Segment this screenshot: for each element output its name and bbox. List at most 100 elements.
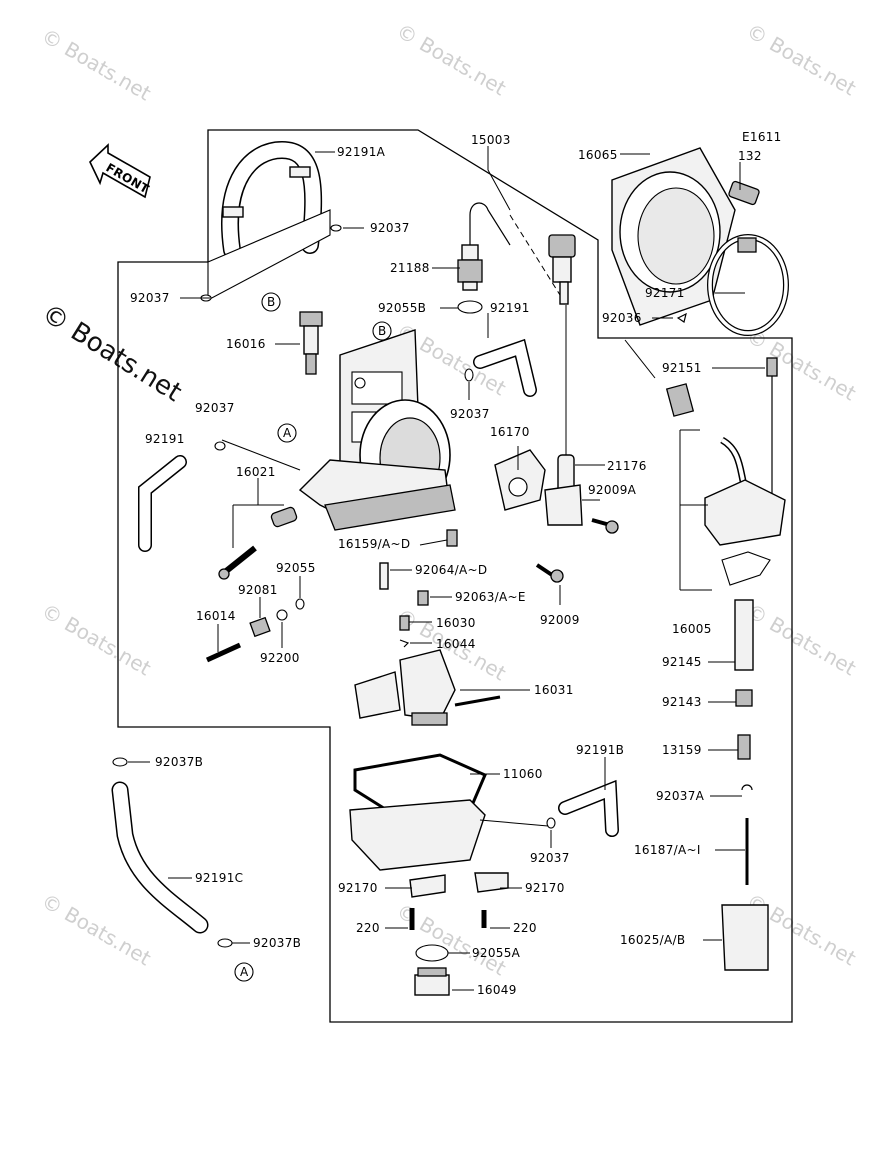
hose-92191-left xyxy=(138,455,187,552)
jet-16159 xyxy=(446,529,458,547)
sensor-21188 xyxy=(457,202,511,291)
label-16014: 16014 xyxy=(196,609,236,623)
label-21188: 21188 xyxy=(390,261,430,275)
clip-92037-mid xyxy=(464,368,474,382)
label-92037: 92037 xyxy=(530,851,570,865)
part-labels: 15003 16065 132 92191A 92037 21188 92037… xyxy=(130,133,762,997)
callout-a-upper: A xyxy=(277,423,297,443)
label-16159: 16159/A~D xyxy=(338,537,410,551)
label-92009: 92009 xyxy=(540,613,580,627)
label-16021: 16021 xyxy=(236,465,276,479)
clip-92037-bowl xyxy=(546,817,556,829)
label-16005: 16005 xyxy=(672,622,712,636)
jet-16030 xyxy=(399,615,410,631)
jet-92064 xyxy=(379,562,389,590)
spring-92081 xyxy=(249,616,271,638)
label-16044: 16044 xyxy=(436,637,476,651)
label-92055b: 92055B xyxy=(378,301,426,315)
label-220: 220 xyxy=(513,921,537,935)
label-92037a: 92037A xyxy=(656,789,705,803)
label-11060: 11060 xyxy=(503,767,543,781)
label-92037b: 92037B xyxy=(155,755,203,769)
callout-b-lower: B xyxy=(372,321,392,341)
watermark-text: © Boats.net xyxy=(38,24,156,106)
label-92151: 92151 xyxy=(662,361,702,375)
label-92145: 92145 xyxy=(662,655,702,669)
label-92170: 92170 xyxy=(338,881,378,895)
label-92037b: 92037B xyxy=(253,936,301,950)
svg-text:B: B xyxy=(378,324,387,338)
o-ring-92055 xyxy=(295,598,305,610)
watermark-text: © Boats.net xyxy=(743,19,861,101)
clip-92037-lower xyxy=(214,441,226,451)
spring-92145 xyxy=(734,599,754,671)
label-92171: 92171 xyxy=(645,286,685,300)
jet-92063 xyxy=(417,590,429,606)
label-92036: 92036 xyxy=(602,311,642,325)
label-16187: 16187/A~I xyxy=(634,843,701,857)
label-92191a: 92191A xyxy=(337,145,386,159)
label-220: 220 xyxy=(356,921,380,935)
label-92009a: 92009A xyxy=(588,483,637,497)
label-92170: 92170 xyxy=(525,881,565,895)
float-bowl xyxy=(349,753,509,898)
label-13159: 13159 xyxy=(662,743,702,757)
screw-16014 xyxy=(205,642,242,663)
screw-16021 xyxy=(218,506,298,580)
screw-92151 xyxy=(766,357,778,498)
label-92037: 92037 xyxy=(195,401,235,415)
label-16065: 16065 xyxy=(578,148,618,162)
sensor-16170 xyxy=(494,449,583,526)
float-16031 xyxy=(354,649,501,726)
label-132: 132 xyxy=(738,149,762,163)
label-92037: 92037 xyxy=(370,221,410,235)
washer-92200 xyxy=(276,609,288,621)
intake-16065 xyxy=(611,147,760,326)
holder-92143 xyxy=(735,689,753,707)
plug-16049 xyxy=(414,967,450,996)
label-16049: 16049 xyxy=(477,983,517,997)
label-92055a: 92055A xyxy=(472,946,521,960)
label-16170: 16170 xyxy=(490,425,530,439)
label-92037: 92037 xyxy=(130,291,170,305)
clip-92037a xyxy=(741,784,753,791)
watermark-text: © Boats.net xyxy=(743,599,861,681)
label-92191: 92191 xyxy=(145,432,185,446)
label-16031: 16031 xyxy=(534,683,574,697)
hose-92191a xyxy=(207,140,331,301)
label-92081: 92081 xyxy=(238,583,278,597)
clip-92037b-bottom xyxy=(217,938,233,948)
o-ring-92055b xyxy=(457,300,483,314)
watermark-text: © Boats.net xyxy=(38,889,156,971)
label-92191: 92191 xyxy=(490,301,530,315)
clip-92037b-top xyxy=(112,757,128,767)
label-21176: 21176 xyxy=(607,459,647,473)
label-92064: 92064/A~D xyxy=(415,563,487,577)
leader-lines xyxy=(128,146,765,991)
diagram-code: E1611 xyxy=(742,130,782,144)
label-92143: 92143 xyxy=(662,695,702,709)
clamp-92171 xyxy=(707,234,789,336)
callout-a-lower: A xyxy=(234,962,254,982)
plunger-16016 xyxy=(299,311,323,375)
watermark-overlay-text: © Boats.net xyxy=(36,298,186,407)
label-16030: 16030 xyxy=(436,616,476,630)
part-13159 xyxy=(737,734,751,760)
label-16025: 16025/A/B xyxy=(620,933,685,947)
o-ring-92055a xyxy=(415,944,449,962)
watermark-text: © Boats.net xyxy=(393,19,511,101)
watermark-text: © Boats.net xyxy=(743,324,861,406)
clip-92036 xyxy=(676,312,687,323)
label-92055: 92055 xyxy=(276,561,316,575)
watermark-text: © Boats.net xyxy=(38,599,156,681)
connector-21176 xyxy=(548,234,576,506)
hose-92191c xyxy=(111,781,209,934)
label-92063: 92063/A~E xyxy=(455,590,526,604)
front-arrow-icon: FRONT xyxy=(89,143,152,199)
screw-92009 xyxy=(535,563,564,583)
svg-text:B: B xyxy=(267,295,276,309)
carburetor-body xyxy=(298,329,456,531)
label-92200: 92200 xyxy=(260,651,300,665)
